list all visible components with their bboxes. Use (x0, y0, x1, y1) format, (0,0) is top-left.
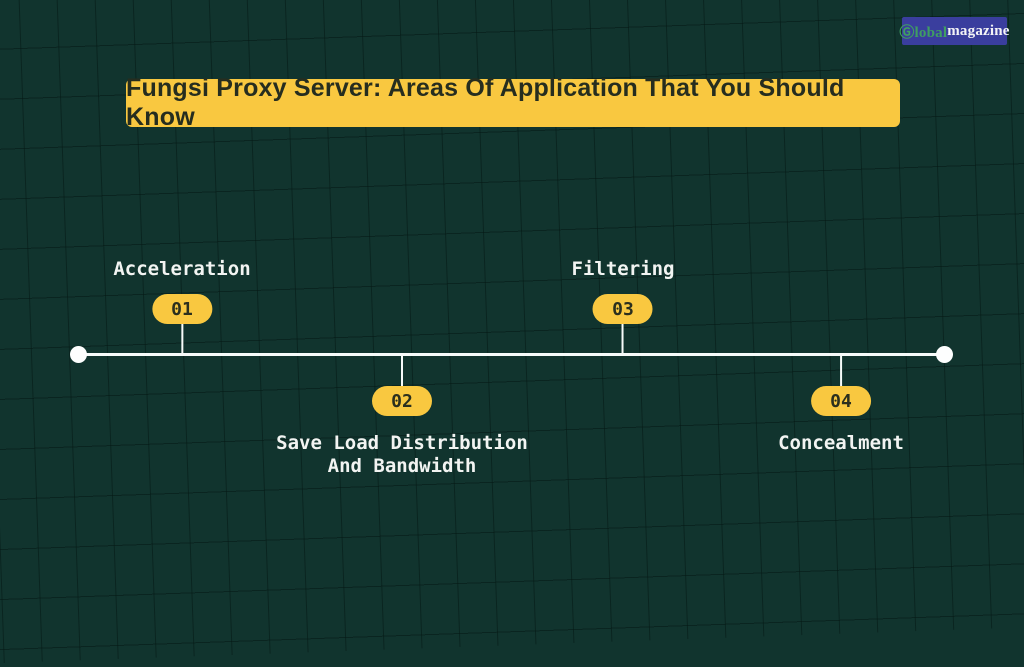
timeline-number-badge: 03 (592, 294, 653, 324)
logo-text-global: Ⓖlobal (899, 24, 948, 41)
timeline-item-filtering: Filtering 03 (571, 258, 675, 353)
timeline-item-label: Filtering (571, 258, 675, 280)
logo-text-magazine: magazine (947, 22, 1010, 39)
page-title: Fungsi Proxy Server: Areas Of Applicatio… (126, 74, 845, 131)
timeline-number-badge: 02 (372, 386, 432, 416)
timeline-number-badge: 04 (811, 386, 871, 416)
timeline-endpoint-left-dot (70, 346, 87, 363)
timeline-connector (840, 356, 842, 386)
timeline-connector (621, 324, 624, 353)
timeline-line (78, 353, 944, 356)
timeline-number: 04 (830, 390, 852, 412)
timeline-connector (181, 324, 183, 353)
timeline-number: 01 (171, 298, 193, 320)
timeline-item-concealment: 04 Concealment (778, 356, 904, 455)
timeline-item-label: Acceleration (113, 258, 251, 280)
timeline-item-save-load-distribution: 02 Save Load Distribution And Bandwidth (267, 356, 537, 478)
timeline-connector (401, 356, 403, 386)
timeline-number: 03 (612, 298, 634, 320)
timeline-endpoint-right-dot (936, 346, 953, 363)
timeline-number-badge: 01 (152, 294, 212, 324)
title-banner: Fungsi Proxy Server: Areas Of Applicatio… (126, 74, 900, 131)
timeline-number: 02 (391, 390, 413, 412)
timeline-item-label: Save Load Distribution And Bandwidth (276, 432, 540, 477)
timeline-item-label: Concealment (778, 432, 904, 454)
timeline-item-acceleration: Acceleration 01 (113, 258, 251, 353)
